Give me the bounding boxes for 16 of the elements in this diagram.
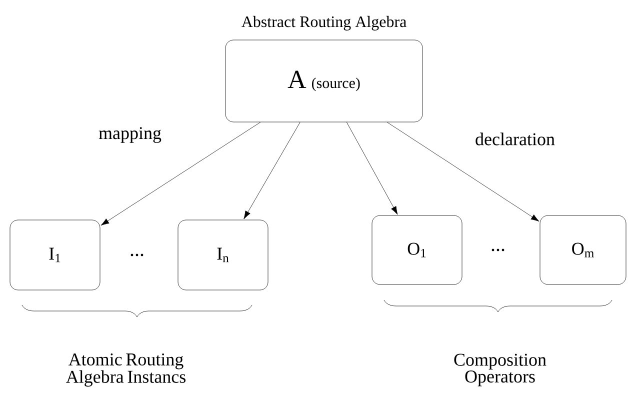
ellipsis: ... — [492, 248, 504, 252]
edge-label: declaration — [474, 132, 556, 146]
process-box: O$_{1}$ — [372, 215, 462, 285]
group-caption: Composition Operators — [454, 354, 546, 386]
box-heading: Abstract Routing Algebra — [242, 16, 406, 30]
process-box: I$_{n}$ — [178, 220, 268, 290]
process-box: O$_{m}$ — [540, 215, 626, 285]
ellipsis: ... — [130, 254, 144, 256]
process-box: A (source) — [225, 40, 423, 122]
arrow — [346, 122, 398, 215]
arrow — [386, 122, 540, 222]
arrow — [244, 122, 300, 220]
process-box: I$_{1}$ — [10, 220, 100, 290]
arrow — [100, 122, 261, 226]
edge-label: mapping — [98, 126, 162, 144]
group-caption: Atomic Routing Algebra Instancs — [66, 353, 186, 387]
